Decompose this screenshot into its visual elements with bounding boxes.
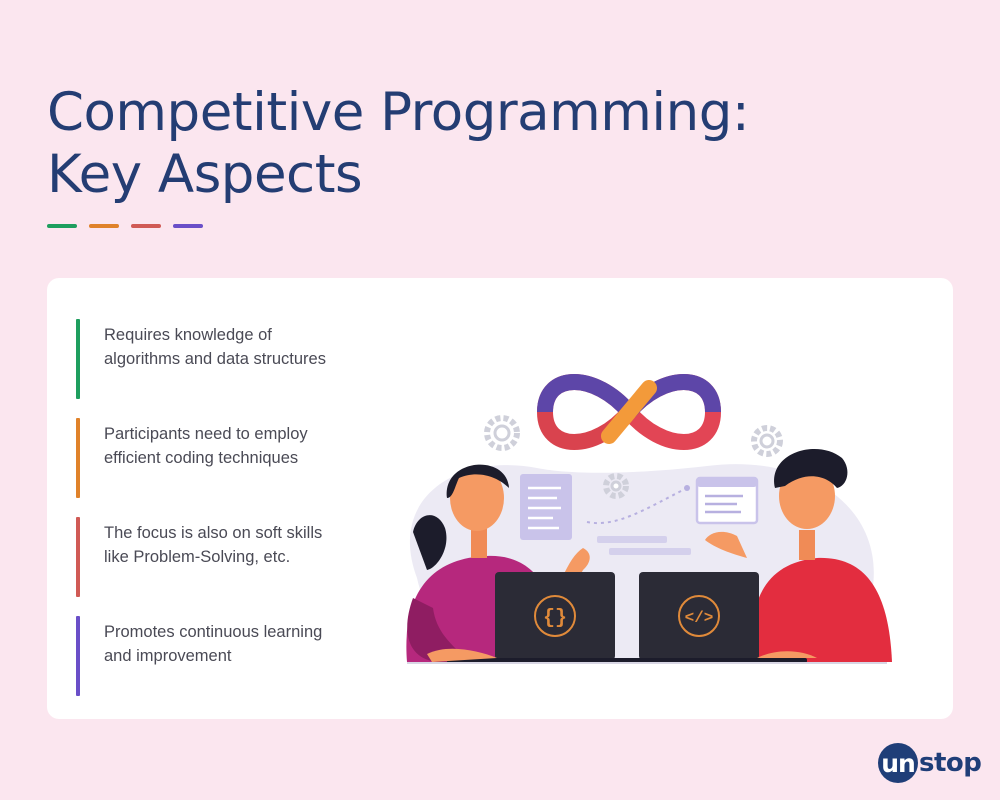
- accent-dash: [47, 224, 77, 228]
- logo-text: stop: [919, 748, 982, 778]
- document-icon: [520, 474, 572, 540]
- title-line-1: Competitive Programming:: [47, 82, 750, 143]
- logo-badge: un: [878, 743, 918, 783]
- woman-figure: [406, 464, 590, 662]
- braces-icon: {}: [543, 607, 567, 630]
- point-text: Promotes continuous learning and improve…: [104, 623, 323, 665]
- accent-dash: [131, 224, 161, 228]
- point-text: The focus is also on soft skills like Pr…: [104, 524, 323, 566]
- gear-icon: [484, 415, 783, 499]
- accent-dash: [89, 224, 119, 228]
- title-line-2: Key Aspects: [47, 144, 363, 205]
- laptop-right: </>: [639, 572, 759, 660]
- accent-dash: [173, 224, 203, 228]
- content-card: Requires knowledge of algorithms and dat…: [47, 278, 953, 719]
- point-accent-bar: [76, 616, 80, 696]
- key-point: Requires knowledge of algorithms and dat…: [76, 319, 326, 399]
- man-figure: [705, 449, 892, 662]
- key-points-list: Requires knowledge of algorithms and dat…: [76, 319, 326, 715]
- code-window-icon: [695, 476, 759, 525]
- point-accent-bar: [76, 517, 80, 597]
- infinity-icon: [536, 374, 722, 450]
- unstop-logo: un stop: [878, 742, 982, 784]
- page-title: Competitive Programming: Key Aspects: [47, 82, 750, 206]
- key-point: Participants need to employ efficient co…: [76, 418, 326, 498]
- point-accent-bar: [76, 418, 80, 498]
- key-point: The focus is also on soft skills like Pr…: [76, 517, 326, 597]
- coders-illustration: {} </>: [406, 374, 892, 664]
- point-text: Requires knowledge of algorithms and dat…: [104, 326, 326, 368]
- point-accent-bar: [76, 319, 80, 399]
- accent-dashes: [47, 224, 203, 228]
- laptop-left: {}: [495, 572, 615, 660]
- point-text: Participants need to employ efficient co…: [104, 425, 308, 467]
- code-tag-icon: </>: [685, 609, 714, 627]
- key-point: Promotes continuous learning and improve…: [76, 616, 326, 696]
